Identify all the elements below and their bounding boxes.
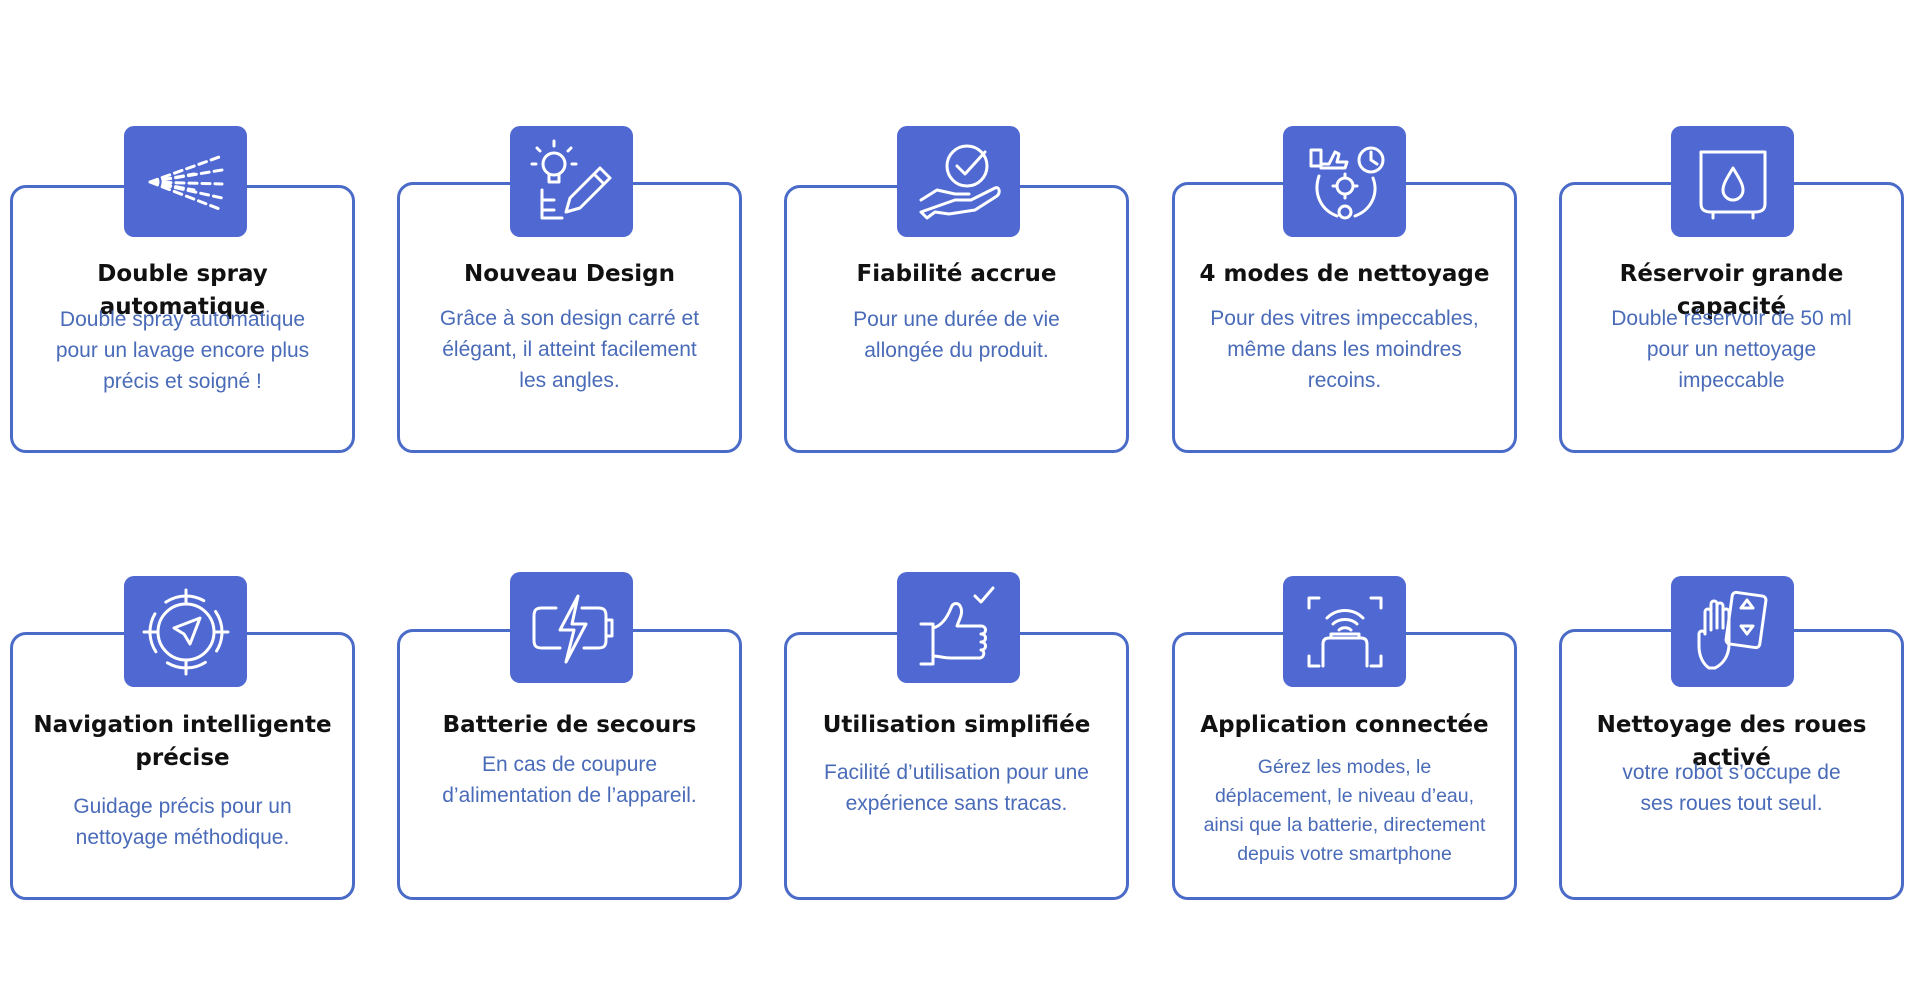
- feature-card-backup-battery: Batterie de secours En cas de coupure d’…: [397, 629, 742, 900]
- modes-cycle-icon: [1283, 126, 1406, 237]
- feature-description: Guidage précis pour un nettoyage méthodi…: [73, 795, 292, 849]
- feature-card-wheel-cleaning: Nettoyage des roues activé votre robot s…: [1559, 629, 1904, 900]
- feature-description: En cas de coupure d’alimentation de l’ap…: [442, 753, 697, 807]
- feature-title: Navigation intelligente précise: [33, 712, 332, 771]
- lightbulb-pencil-icon: [510, 126, 633, 237]
- feature-description: Pour une durée de vie allongée du produi…: [853, 308, 1060, 362]
- spray-icon: [124, 126, 247, 237]
- feature-title: Double spray automatique: [97, 261, 268, 320]
- feature-description: Pour des vitres impeccables, même dans l…: [1210, 307, 1479, 392]
- feature-description: Gérez les modes, le déplacement, le nive…: [1203, 756, 1486, 865]
- feature-title: Fiabilité accrue: [856, 261, 1057, 287]
- battery-bolt-icon: [510, 572, 633, 683]
- thumbs-up-check-icon: [897, 572, 1020, 683]
- feature-title: Utilisation simplifiée: [822, 712, 1091, 738]
- feature-card-navigation: Navigation intelligente précise Guidage …: [10, 632, 355, 900]
- feature-description: Grâce à son design carré et élégant, il …: [439, 307, 700, 392]
- feature-title: 4 modes de nettoyage: [1199, 261, 1490, 287]
- feature-title: Réservoir grande capacité: [1619, 261, 1844, 320]
- hand-check-icon: [897, 126, 1020, 237]
- feature-description: Double spray automatique pour un lavage …: [55, 308, 310, 393]
- feature-title: Application connectée: [1200, 712, 1489, 738]
- feature-description: votre robot s’occupe de ses roues tout s…: [1622, 761, 1841, 815]
- feature-description: Double réservoir de 50 ml pour un nettoy…: [1611, 307, 1852, 392]
- wifi-robot-icon: [1283, 576, 1406, 687]
- feature-title: Nettoyage des roues activé: [1596, 712, 1867, 771]
- navigation-target-icon: [124, 576, 247, 687]
- feature-title: Nouveau Design: [463, 261, 676, 287]
- feature-description: Facilité d’utilisation pour une expérien…: [824, 761, 1089, 815]
- water-tank-icon: [1671, 126, 1794, 237]
- feature-title: Batterie de secours: [442, 712, 697, 738]
- hand-remote-icon: [1671, 576, 1794, 687]
